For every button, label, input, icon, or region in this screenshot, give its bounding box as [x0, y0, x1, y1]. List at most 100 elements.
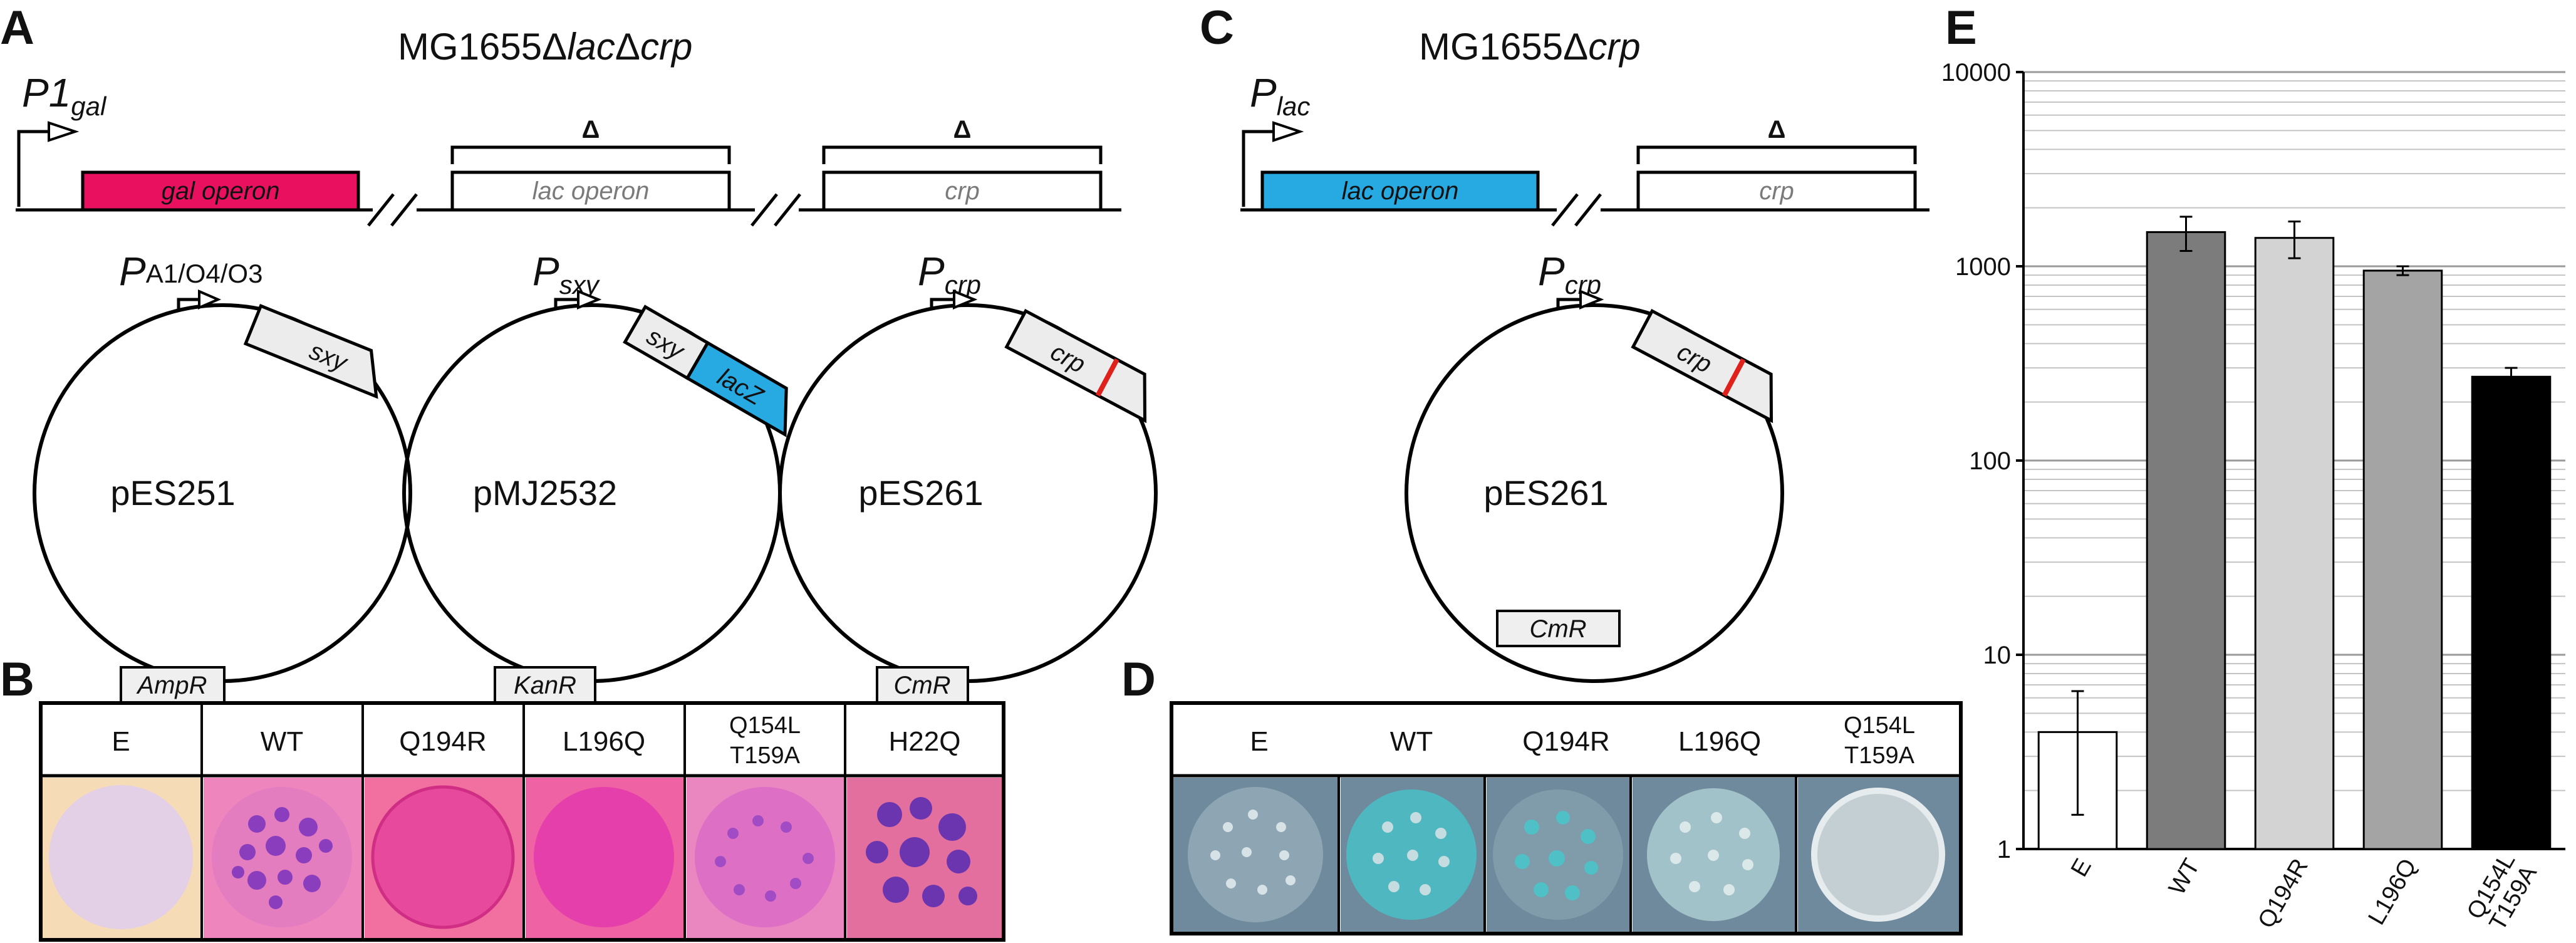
plasmid-pmj2532: Psxy sxy lacZ KanR pMJ2532	[402, 249, 788, 704]
plate-d-wt	[1341, 778, 1483, 932]
colhead-b-e: E	[112, 726, 130, 757]
x-category-label: L196Q	[2364, 855, 2422, 930]
promoter-arrow-icon	[554, 298, 579, 310]
panel-c: C MG1655Δcrp Plac lac operon crp Δ Pcrp	[1200, 1, 1929, 683]
x-category-label: Q154LT159A	[2462, 848, 2542, 936]
mutation-mark	[1095, 358, 1119, 397]
panel-a: A MG1655ΔlacΔcrp P1gal gal operon lac op…	[0, 1, 1158, 704]
panel-c-strain-title: MG1655Δcrp	[1419, 26, 1641, 68]
x-category-label: E	[2066, 855, 2097, 882]
bar	[2146, 231, 2226, 850]
marker-label-kanr: KanR	[514, 672, 576, 699]
panel-b: B E WT Q194R L196Q Q154L T159A H22Q	[0, 653, 1005, 942]
colhead-b-q154l: Q154L	[729, 712, 801, 739]
x-category-label: WT	[2164, 855, 2205, 900]
gene-box-crp-c	[1636, 170, 1917, 212]
y-tick-label: 1000	[1955, 253, 2011, 281]
bar	[2254, 237, 2335, 850]
colhead-b-wt: WT	[261, 726, 303, 757]
gene-label-crp: crp	[945, 177, 980, 205]
gene-label-lac-operon-c: lac operon	[1342, 177, 1459, 205]
colhead-b-l196q: L196Q	[563, 726, 645, 757]
y-tick-label: 10000	[1941, 59, 2011, 86]
marker-label-cmr-c: CmR	[1529, 615, 1586, 643]
colhead-d-t159a: T159A	[1844, 742, 1915, 769]
promoter-arrow-icon	[930, 298, 955, 310]
x-category-label: Q194R	[2253, 855, 2314, 933]
bar	[2362, 269, 2443, 850]
promoter-arrowhead-icon	[953, 289, 978, 310]
gene-segment-sxy: sxy	[243, 303, 378, 399]
panel-e-letter: E	[1945, 1, 1977, 55]
bar	[2471, 375, 2552, 850]
plasmid-name-pmj2532: pMJ2532	[473, 473, 617, 513]
promoter-arrowhead-icon	[198, 289, 222, 310]
promoter-arrow-icon	[1242, 121, 1304, 207]
panel-d-letter: D	[1121, 653, 1156, 706]
mutation-mark	[1722, 358, 1746, 397]
gene-box-lac-operon	[450, 170, 731, 212]
colhead-d-q154l: Q154L	[1844, 712, 1915, 739]
gene-label-lac-operon: lac operon	[532, 177, 650, 205]
marker-box-cmr-c	[1496, 610, 1621, 647]
plasmid-pes251: PA1/O4/O3 sxy AmpR pES251	[33, 249, 412, 704]
plate-b-q154l-t159a	[687, 778, 844, 938]
y-tick-label: 100	[1969, 447, 2011, 475]
deletion-bracket-crp-c	[1636, 145, 1917, 164]
panel-b-letter: B	[0, 653, 34, 706]
plasmid-circle	[1405, 303, 1784, 683]
delta-symbol-crp-c: Δ	[1768, 116, 1786, 143]
delta-symbol-crp: Δ	[953, 116, 972, 143]
gene-box-gal-operon	[81, 170, 360, 212]
marker-label-ampr: AmpR	[136, 672, 207, 699]
plasmid-pes261-a: Pcrp crp CmR pES261	[778, 249, 1158, 704]
plate-b-wt	[204, 778, 361, 938]
panel-d: D E WT Q194R L196Q Q154L T159A	[1121, 653, 1963, 935]
colhead-b-q194r: Q194R	[399, 726, 486, 757]
gene-box-lac-operon-c	[1260, 170, 1540, 212]
promoter-arrow-icon	[17, 121, 80, 207]
colhead-d-l196q: L196Q	[1678, 726, 1761, 757]
colhead-d-wt: WT	[1390, 726, 1433, 757]
plasmid-name-pes251: pES251	[110, 473, 235, 513]
plasmid-name-pes261-c: pES261	[1483, 473, 1608, 513]
plate-d-e	[1173, 778, 1337, 932]
plate-b-e	[43, 778, 200, 938]
promoter-arrow-icon	[1556, 298, 1582, 310]
gene-segment-crp: crp	[1004, 308, 1147, 424]
plasmid-promoter-pes251: PA1/O4/O3	[119, 249, 262, 294]
panel-a-strain-title: MG1655ΔlacΔcrp	[398, 26, 692, 68]
marker-box-ampr	[120, 666, 226, 704]
plate-b-q194r	[365, 778, 522, 938]
plasmid-promoter-pes261-a: Pcrp	[918, 249, 981, 300]
colhead-b-t159a: T159A	[730, 742, 801, 769]
plate-b-l196q	[526, 778, 683, 938]
plate-b-h22q	[847, 778, 1002, 938]
plate-d-q194r	[1487, 778, 1629, 932]
y-tick-label: 1	[1997, 836, 2011, 863]
delta-symbol-lac: Δ	[582, 116, 600, 143]
panel-c-chrom-promoter: Plac	[1250, 70, 1310, 121]
plasmid-name-pes261-a: pES261	[858, 473, 983, 513]
gene-label-crp-c: crp	[1759, 177, 1794, 205]
gene-box-crp	[822, 170, 1103, 212]
panel-a-chrom-promoter: P1gal	[22, 70, 107, 121]
colhead-d-q194r: Q194R	[1522, 726, 1609, 757]
marker-box-cmr-a	[876, 666, 969, 704]
colhead-d-e: E	[1250, 726, 1268, 757]
panel-c-letter: C	[1200, 1, 1234, 55]
panel-a-letter: A	[0, 1, 34, 55]
promoter-arrow-icon	[177, 298, 200, 310]
deletion-bracket-lac	[450, 145, 731, 164]
plasmid-promoter-pmj2532: Psxy	[532, 249, 601, 300]
deletion-bracket-crp	[822, 145, 1103, 164]
plate-d-l196q	[1633, 778, 1795, 932]
gene-segment-sxy-lacz: sxy lacZ	[623, 305, 788, 437]
marker-box-kanr	[494, 666, 596, 704]
plate-d-q154l-t159a	[1798, 778, 1959, 932]
plasmid-pes261-c: Pcrp crp CmR pES261	[1405, 249, 1784, 683]
plasmid-promoter-pes261-c: Pcrp	[1538, 249, 1601, 300]
